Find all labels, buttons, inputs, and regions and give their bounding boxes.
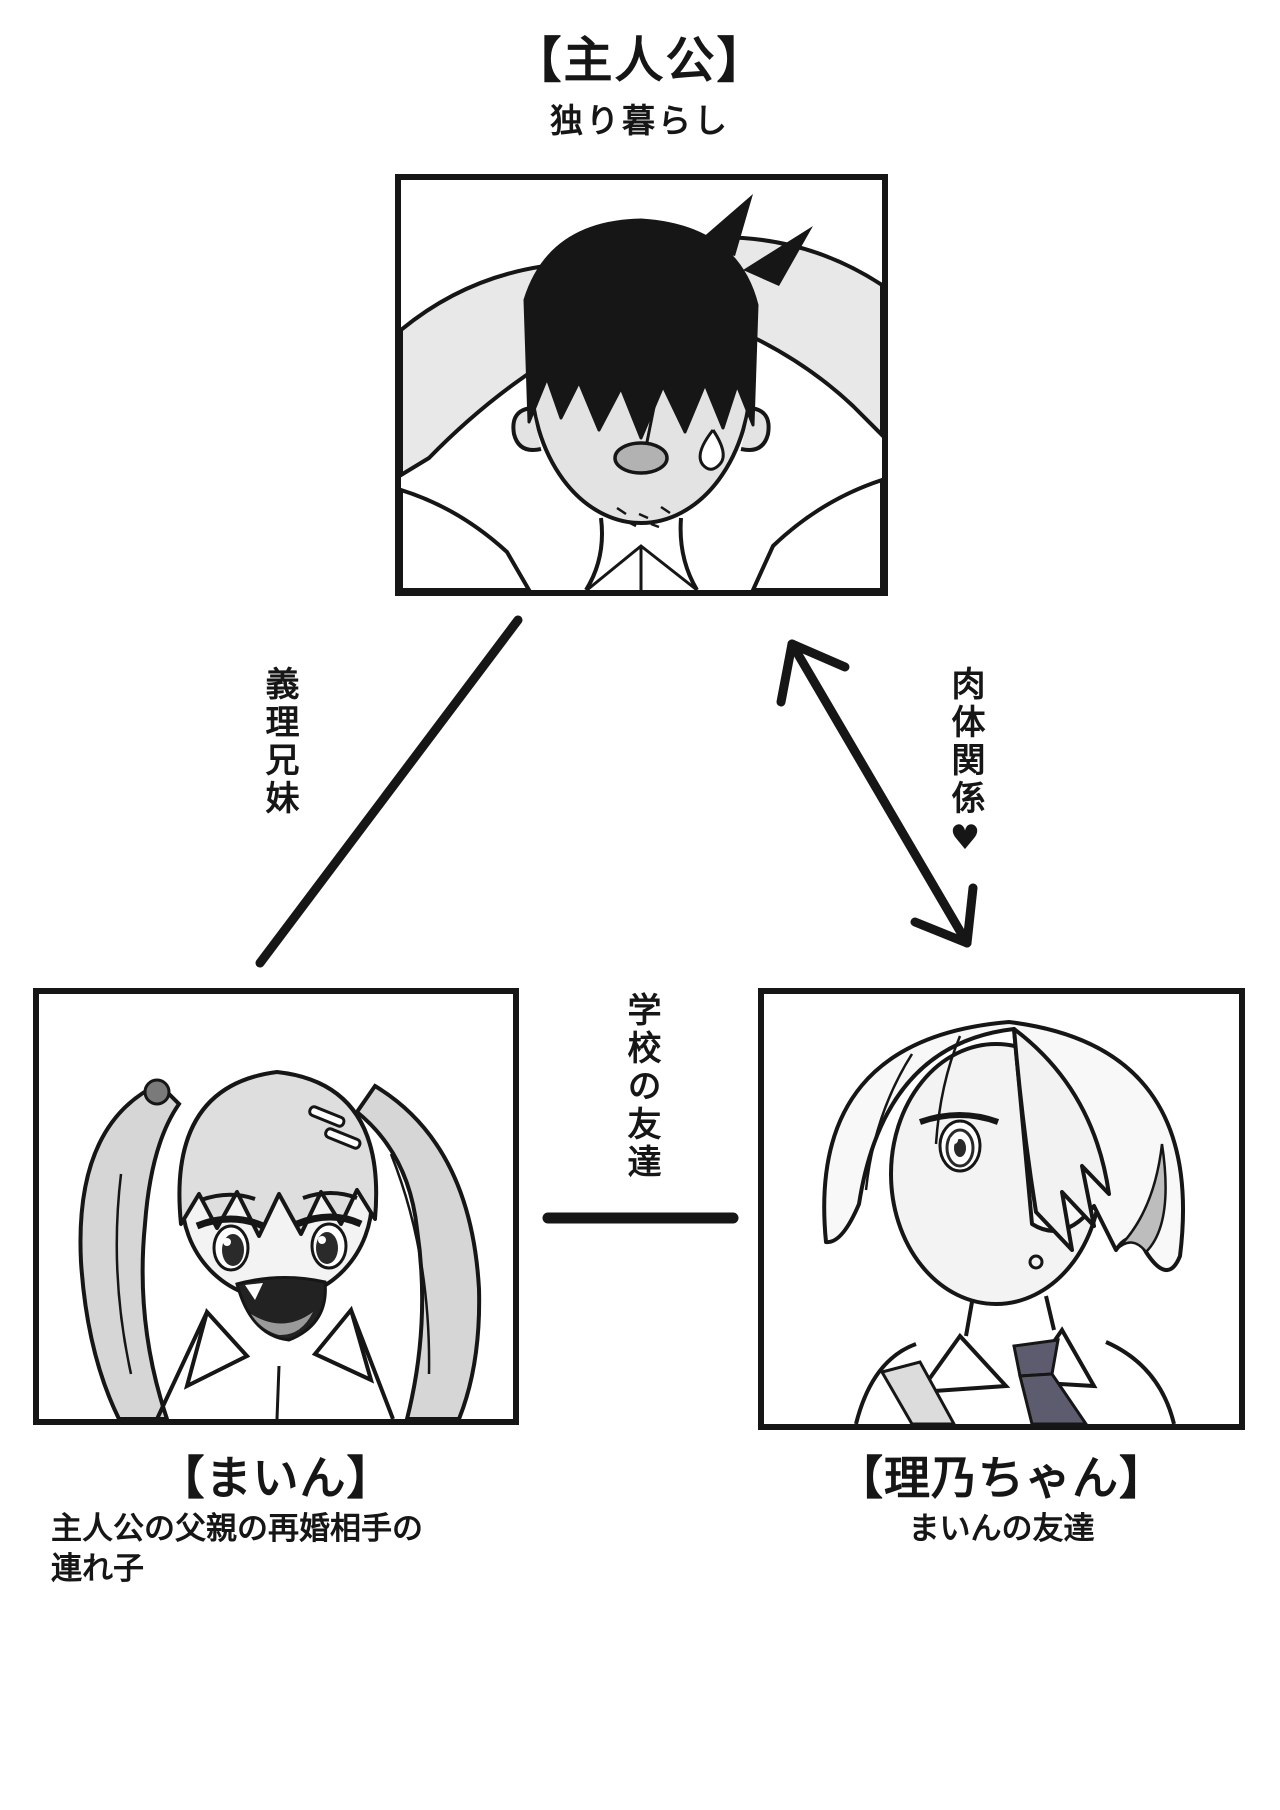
suspender-strap (879, 1360, 956, 1424)
hair-shadow-line (645, 381, 661, 443)
edge-label-physical-relationship: 肉体関係♥ (945, 666, 985, 862)
school-shirt (155, 1305, 395, 1419)
main-description: 主人公の父親の再婚相手の 連れ子 (33, 1509, 519, 1590)
rino-description: まいんの友達 (908, 1510, 1095, 1547)
heart-icon: ♥ (945, 818, 985, 862)
eyes (195, 1191, 363, 1272)
page-subtitle: 独り暮らし (550, 101, 730, 140)
eyebrows (200, 1191, 358, 1202)
bob-hair (822, 1020, 1185, 1272)
hair-tie (143, 1078, 171, 1106)
rino-name: 【理乃ちゃん】 (837, 1451, 1166, 1505)
main-portrait-box (33, 988, 519, 1425)
arms-behind-head (401, 235, 882, 590)
open-mouth (613, 441, 669, 475)
main-caption: 【まいん】 主人公の父親の再婚相手の 連れ子 (33, 1452, 519, 1589)
small-open-mouth (1028, 1254, 1044, 1270)
hair-clips (308, 1105, 362, 1150)
necktie (1012, 1338, 1088, 1424)
right-ear (740, 406, 771, 452)
fang (245, 1283, 263, 1300)
main-name: 【まいん】 (158, 1451, 394, 1505)
front-bang-sweep (1012, 1027, 1111, 1252)
visible-eye (919, 1112, 1000, 1173)
rino-portrait-box (758, 988, 1245, 1430)
hair-spike (693, 194, 753, 256)
hair-shade (1115, 1143, 1167, 1254)
page-title: 【主人公】 (512, 32, 768, 89)
hair (523, 194, 813, 443)
collar-and-shoulders (854, 1295, 1176, 1424)
protagonist-portrait (401, 194, 882, 590)
open-smile-mouth (235, 1276, 327, 1342)
edge-label-physical-text: 肉体関係 (945, 666, 985, 818)
neck (584, 517, 699, 590)
main-description-line1: 主人公の父親の再婚相手の (51, 1510, 423, 1547)
twin-tails (78, 1078, 482, 1419)
main-portrait (78, 1070, 482, 1419)
sweat-drop (698, 429, 725, 471)
left-ear (511, 406, 542, 452)
arrowhead-bottom (910, 883, 978, 948)
rino-caption: 【理乃ちゃん】 まいんの友達 (758, 1452, 1245, 1549)
arrowhead-top (776, 639, 850, 707)
shirt-collar (586, 544, 698, 590)
edge-label-step-siblings: 義理兄妹 (259, 666, 299, 818)
protagonist-portrait-box (395, 174, 888, 596)
hair-spike (743, 226, 813, 286)
stubble (616, 505, 671, 529)
edge-label-school-friends: 学校の友達 (621, 992, 661, 1182)
rino-portrait (822, 1020, 1185, 1424)
main-description-line2: 連れ子 (51, 1551, 144, 1588)
